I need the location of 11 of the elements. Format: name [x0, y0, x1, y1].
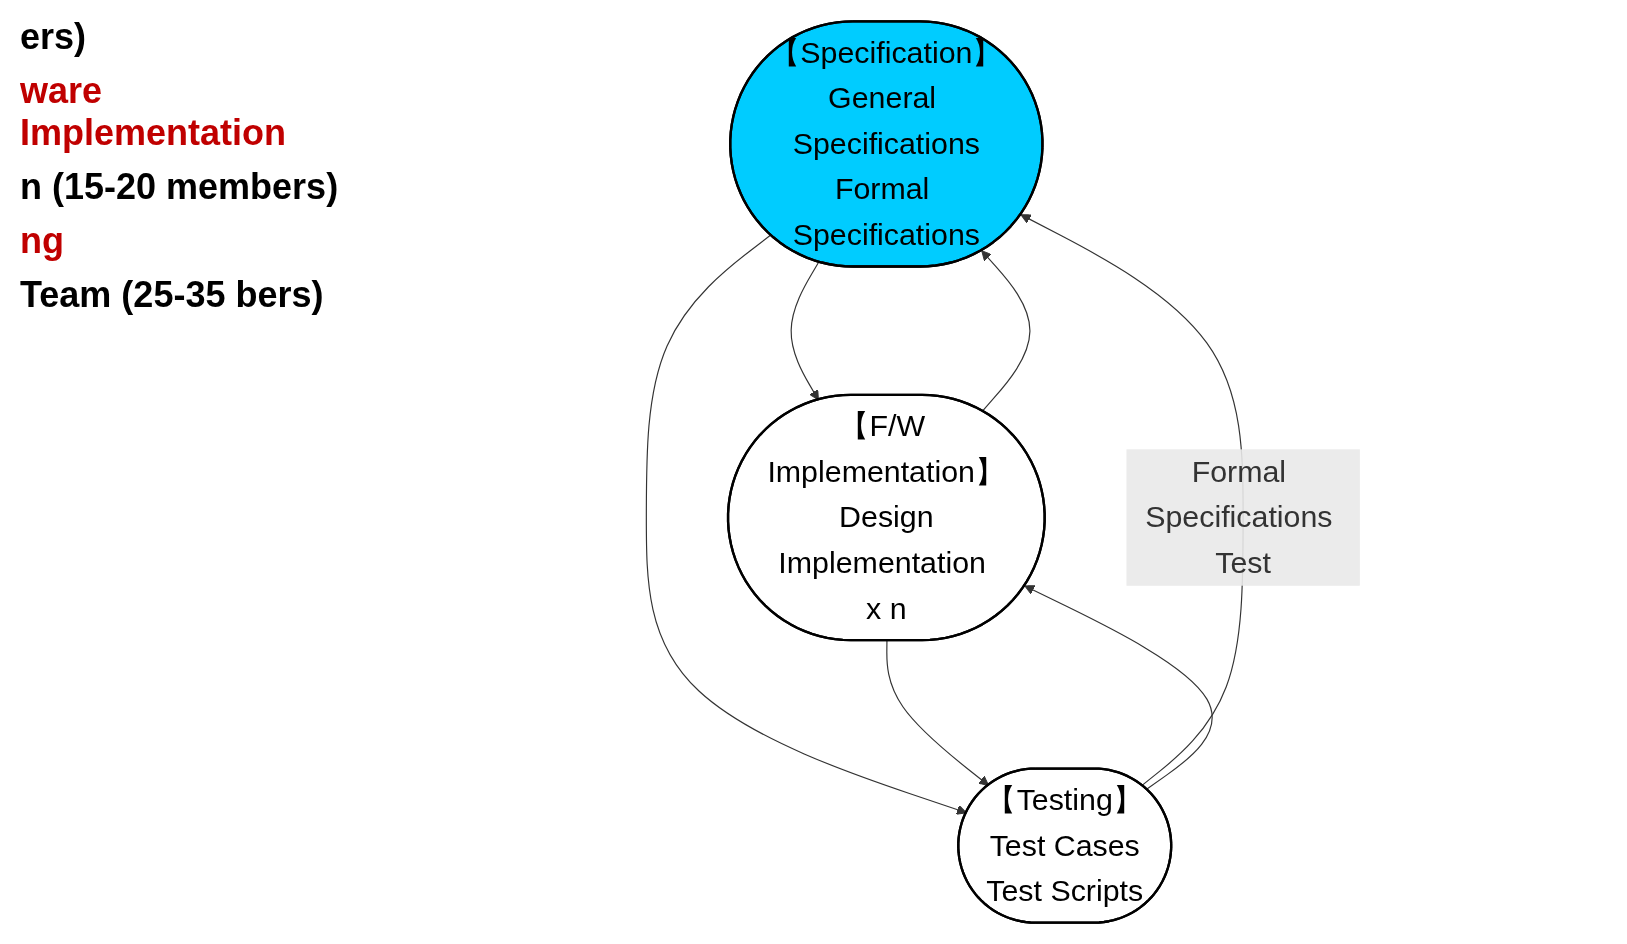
arrow	[646, 234, 968, 815]
arrow	[981, 250, 1031, 412]
note-text: n (15-20 members)	[20, 166, 340, 208]
edge-label: Formal Specifications Test	[1145, 453, 1333, 580]
note-text: ers)	[20, 16, 88, 58]
arrow	[886, 640, 990, 786]
arrow	[1024, 585, 1214, 790]
note-text: ng	[20, 220, 64, 262]
note-text: Team (25-35 bers)	[20, 274, 325, 316]
note-text: ware Implementation	[20, 70, 288, 154]
arrow	[790, 261, 820, 401]
